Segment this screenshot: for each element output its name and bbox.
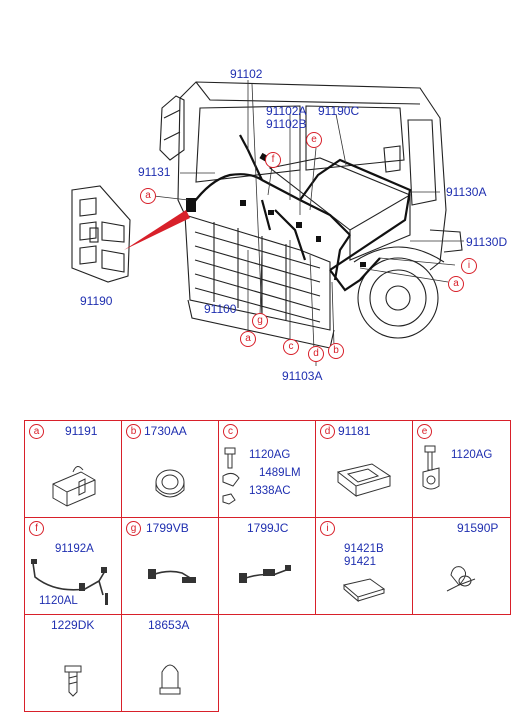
part-label-91130a: 91130A (446, 185, 487, 199)
wire-jumper-icon (239, 565, 291, 583)
cell-f: f 91192A 1120AL (24, 517, 122, 615)
part-number: 1730AA (144, 424, 187, 438)
callout-c: c (283, 339, 299, 355)
letter-i: i (320, 521, 335, 536)
callout-e: e (306, 132, 322, 148)
cell-a: a 91191 (24, 420, 122, 518)
part-label-91190: 91190 (80, 294, 113, 308)
bulb-icon (159, 664, 181, 695)
letter-g: g (126, 521, 141, 536)
pipe-clamp-icon (446, 566, 476, 592)
subpart: 1489LM (259, 467, 301, 479)
part-number: 1799JC (247, 521, 289, 535)
part-label-91102b: 91102B (266, 117, 307, 131)
letter-b: b (126, 424, 141, 439)
subpart: 1120AG (249, 449, 291, 461)
cell-blank-18653a: 18653A (121, 614, 219, 712)
part-number: 1229DK (51, 618, 95, 632)
callout-d: d (308, 346, 324, 362)
cell-e: e 1120AG (412, 420, 511, 518)
letter-f: f (29, 521, 44, 536)
callout-i: i (461, 258, 477, 274)
sub-harness-icon (31, 559, 108, 605)
subpart: 1120AL (39, 595, 78, 607)
callout-a-bottom: a (240, 331, 256, 347)
part-number: 91590P (457, 521, 499, 535)
part-label-91102: 91102 (230, 67, 263, 81)
part-label-91131: 91131 (138, 165, 171, 179)
subpart: 91421B (344, 543, 384, 555)
callout-a-left: a (140, 188, 156, 204)
relay-box-icon (336, 463, 392, 498)
letter-a: a (29, 424, 44, 439)
bolt-clamp-icon (422, 445, 440, 490)
part-label-91100: 91100 (204, 302, 237, 316)
letter-c: c (223, 424, 238, 439)
cable-clip-icon (52, 466, 96, 507)
part-label-91190c: 91190C (318, 104, 360, 118)
part-label-91102a: 91102A (266, 104, 307, 118)
subpart: 1338AC (249, 485, 291, 497)
cell-blank-1799jc: 1799JC (218, 517, 316, 615)
cell-blank-1229dk: 1229DK (24, 614, 122, 712)
callout-a-right: a (448, 276, 464, 292)
part-number: 18653A (148, 618, 190, 632)
part-label-91130d: 91130D (466, 235, 508, 249)
letter-e: e (417, 424, 432, 439)
wiring-diagram: 91102 91102A 91102B 91190C 91131 91130A … (71, 67, 508, 383)
wire-jumper-icon (148, 569, 196, 583)
part-label-91103a: 91103A (282, 369, 323, 383)
part-number: 91181 (338, 424, 371, 438)
fastener-set-icon (222, 447, 240, 505)
truck-cab-illustration (71, 80, 464, 366)
subpart: 91192A (55, 543, 94, 555)
subpart: 91421 (344, 556, 376, 568)
screw-icon (64, 665, 82, 697)
cell-blank-91590p: 91590P (412, 517, 511, 615)
part-number: 1799VB (146, 521, 189, 535)
pad-icon (342, 578, 386, 603)
letter-d: d (320, 424, 335, 439)
grommet-icon (155, 469, 185, 498)
callout-g: g (252, 313, 268, 329)
part-number: 91191 (65, 424, 98, 438)
callout-b: b (328, 343, 344, 359)
cell-i: i 91421B 91421 (315, 517, 413, 615)
callout-f: f (265, 152, 281, 168)
cell-g: g 1799VB (121, 517, 219, 615)
subpart: 1120AG (451, 449, 493, 461)
cell-c: c 1120AG 1489LM 1338AC (218, 420, 316, 518)
